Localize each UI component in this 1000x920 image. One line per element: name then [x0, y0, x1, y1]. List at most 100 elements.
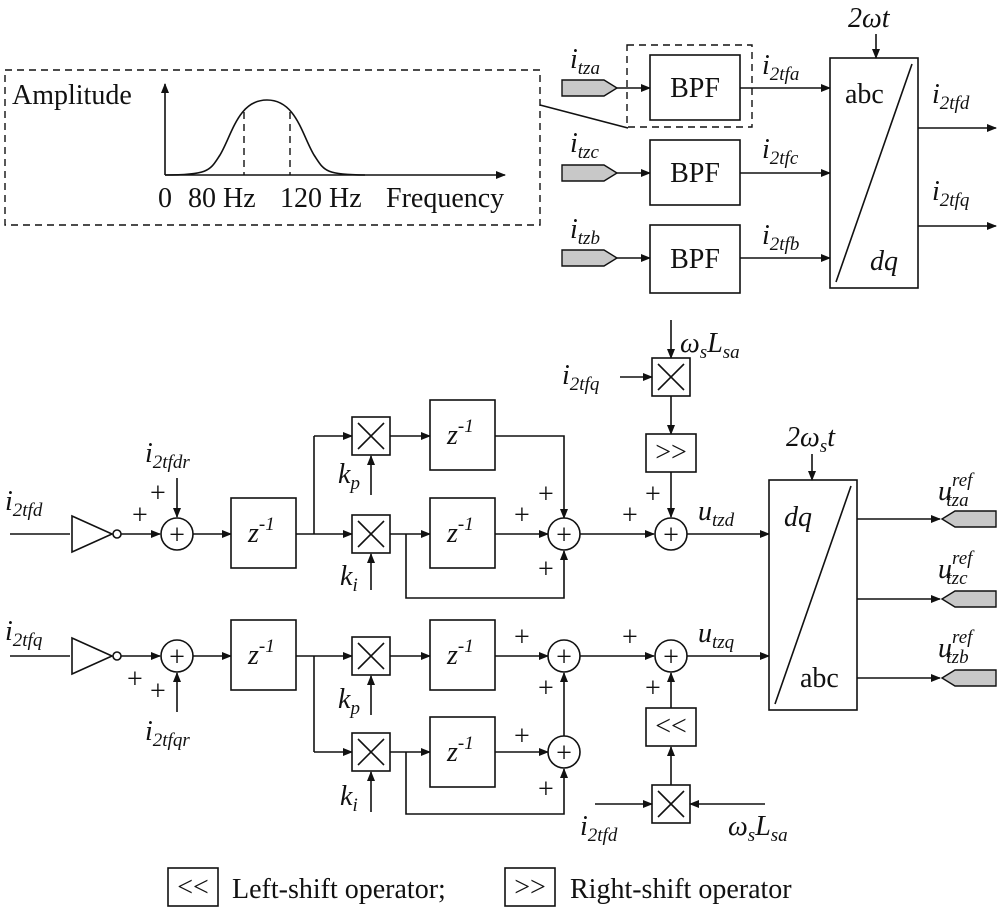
legend: << Left-shift operator; >> Right-shift o…: [167, 867, 792, 907]
bpf-out-label-b: i2tfb: [762, 220, 799, 255]
ki-d-label: ki: [340, 561, 358, 596]
svg-text:+: +: [514, 500, 530, 531]
delay-q-kp: [429, 619, 496, 691]
input-label-b: itzb: [570, 214, 600, 249]
controller-q-axis: i2tfq + + + i2tfqr z-1 kp z-1 ki z-1: [5, 616, 788, 846]
bpf-out-label-c: i2tfc: [762, 134, 799, 169]
input-port-a: [561, 79, 619, 97]
svg-text:z-1: z-1: [446, 636, 474, 671]
svg-text:+: +: [538, 479, 554, 510]
svg-text:+: +: [169, 520, 185, 551]
svg-text:+: +: [556, 738, 572, 769]
delay-d-1: [230, 497, 297, 569]
svg-text:+: +: [622, 622, 638, 653]
cross-bot-in-label: i2tfd: [580, 811, 618, 846]
legend-right-shift-symbol: [504, 867, 556, 907]
legend-right-shift-text: Right-shift operator: [570, 874, 792, 905]
bpf-block-a: [649, 54, 741, 121]
bpf-label-b: BPF: [670, 244, 720, 275]
in-q-label: i2tfq: [5, 616, 43, 651]
svg-text:z-1: z-1: [247, 636, 275, 671]
inv-park-angle-label: 2ωst: [786, 422, 836, 457]
u-d-label: utzd: [698, 496, 735, 531]
input-port-c: [561, 164, 619, 182]
svg-text:+: +: [663, 642, 679, 673]
legend-left-shift-symbol: [167, 867, 219, 907]
svg-text:+: +: [556, 520, 572, 551]
inverter-q: [71, 636, 114, 676]
delay-q-ki: [429, 716, 496, 788]
kp-q-label: kp: [338, 684, 360, 719]
controller-d-axis: i2tfd + + + i2tfdr z-1 kp z-1 ki z-1: [5, 320, 770, 599]
cross-top-gain: ωsLsa: [680, 328, 740, 363]
input-port-b: [561, 249, 619, 267]
delay-d-kp: [429, 399, 496, 471]
legend-left-shift-text: Left-shift operator;: [232, 874, 446, 905]
kp-d-label: kp: [338, 459, 360, 494]
frequency-label: Frequency: [386, 183, 504, 214]
left-shift-block: [645, 707, 697, 747]
svg-text:+: +: [514, 721, 530, 752]
input-label-c: itzc: [570, 128, 599, 163]
amplitude-label: Amplitude: [12, 80, 132, 111]
delay-q-1: [230, 619, 297, 691]
svg-text:z-1: z-1: [247, 514, 275, 549]
svg-text:+: +: [645, 479, 661, 510]
svg-text:+: +: [538, 673, 554, 704]
svg-text:<<: <<: [655, 711, 687, 742]
park-bottom-label: dq: [870, 246, 898, 277]
inv-park-bottom-label: abc: [800, 663, 839, 694]
bpf-block-b: [649, 224, 741, 294]
u-q-label: utzq: [698, 618, 735, 653]
tick-zero: 0: [158, 183, 172, 214]
output-port-a: [940, 510, 997, 528]
bpf-label-a: BPF: [670, 73, 720, 104]
inv-park-top-label: dq: [784, 502, 812, 533]
svg-text:z-1: z-1: [446, 514, 474, 549]
park-out-d-label: i2tfd: [932, 79, 970, 114]
in-d-label: i2tfd: [5, 486, 43, 521]
bpf-response-inset: Amplitude 0 80 Hz 120 Hz Frequency: [4, 69, 629, 226]
svg-text:+: +: [150, 676, 166, 707]
svg-text:+: +: [538, 774, 554, 805]
svg-text:+: +: [663, 520, 679, 551]
park-angle-label: 2ωt: [848, 3, 891, 34]
tick-80hz: 80 Hz: [188, 183, 256, 214]
ref-d-label: i2tfdr: [145, 438, 190, 473]
svg-text:+: +: [150, 478, 166, 509]
bpf-label-c: BPF: [670, 158, 720, 189]
svg-text:+: +: [169, 642, 185, 673]
inverter-d: [71, 514, 114, 554]
svg-text:+: +: [645, 673, 661, 704]
bpf-out-label-a: i2tfa: [762, 50, 799, 85]
park-out-q-label: i2tfq: [932, 176, 970, 211]
svg-text:+: +: [132, 500, 148, 531]
bpf-highlight: [626, 44, 753, 128]
output-port-b: [940, 669, 997, 687]
output-port-c: [940, 590, 997, 608]
svg-text:>>: >>: [514, 872, 546, 903]
svg-text:z-1: z-1: [446, 416, 474, 451]
bpf-section: BPF BPF BPF itza itzc itzb i2tfa i2tfc i…: [561, 44, 831, 294]
svg-text:+: +: [556, 642, 572, 673]
ki-q-label: ki: [340, 781, 358, 816]
tick-120hz: 120 Hz: [280, 183, 362, 214]
cross-top-in-label: i2tfq: [562, 360, 600, 395]
delay-d-ki: [429, 497, 496, 569]
park-top-label: abc: [845, 79, 884, 110]
svg-text:>>: >>: [655, 437, 687, 468]
svg-text:+: +: [622, 500, 638, 531]
ref-q-label: i2tfqr: [145, 716, 190, 751]
bpf-block-c: [649, 139, 741, 206]
svg-text:+: +: [514, 622, 530, 653]
park-transform: abc dq 2ωt i2tfd i2tfq: [829, 3, 997, 289]
svg-text:+: +: [127, 664, 143, 695]
cross-bot-gain: ωsLsa: [728, 811, 788, 846]
svg-text:z-1: z-1: [446, 733, 474, 768]
input-label-a: itza: [570, 44, 600, 79]
